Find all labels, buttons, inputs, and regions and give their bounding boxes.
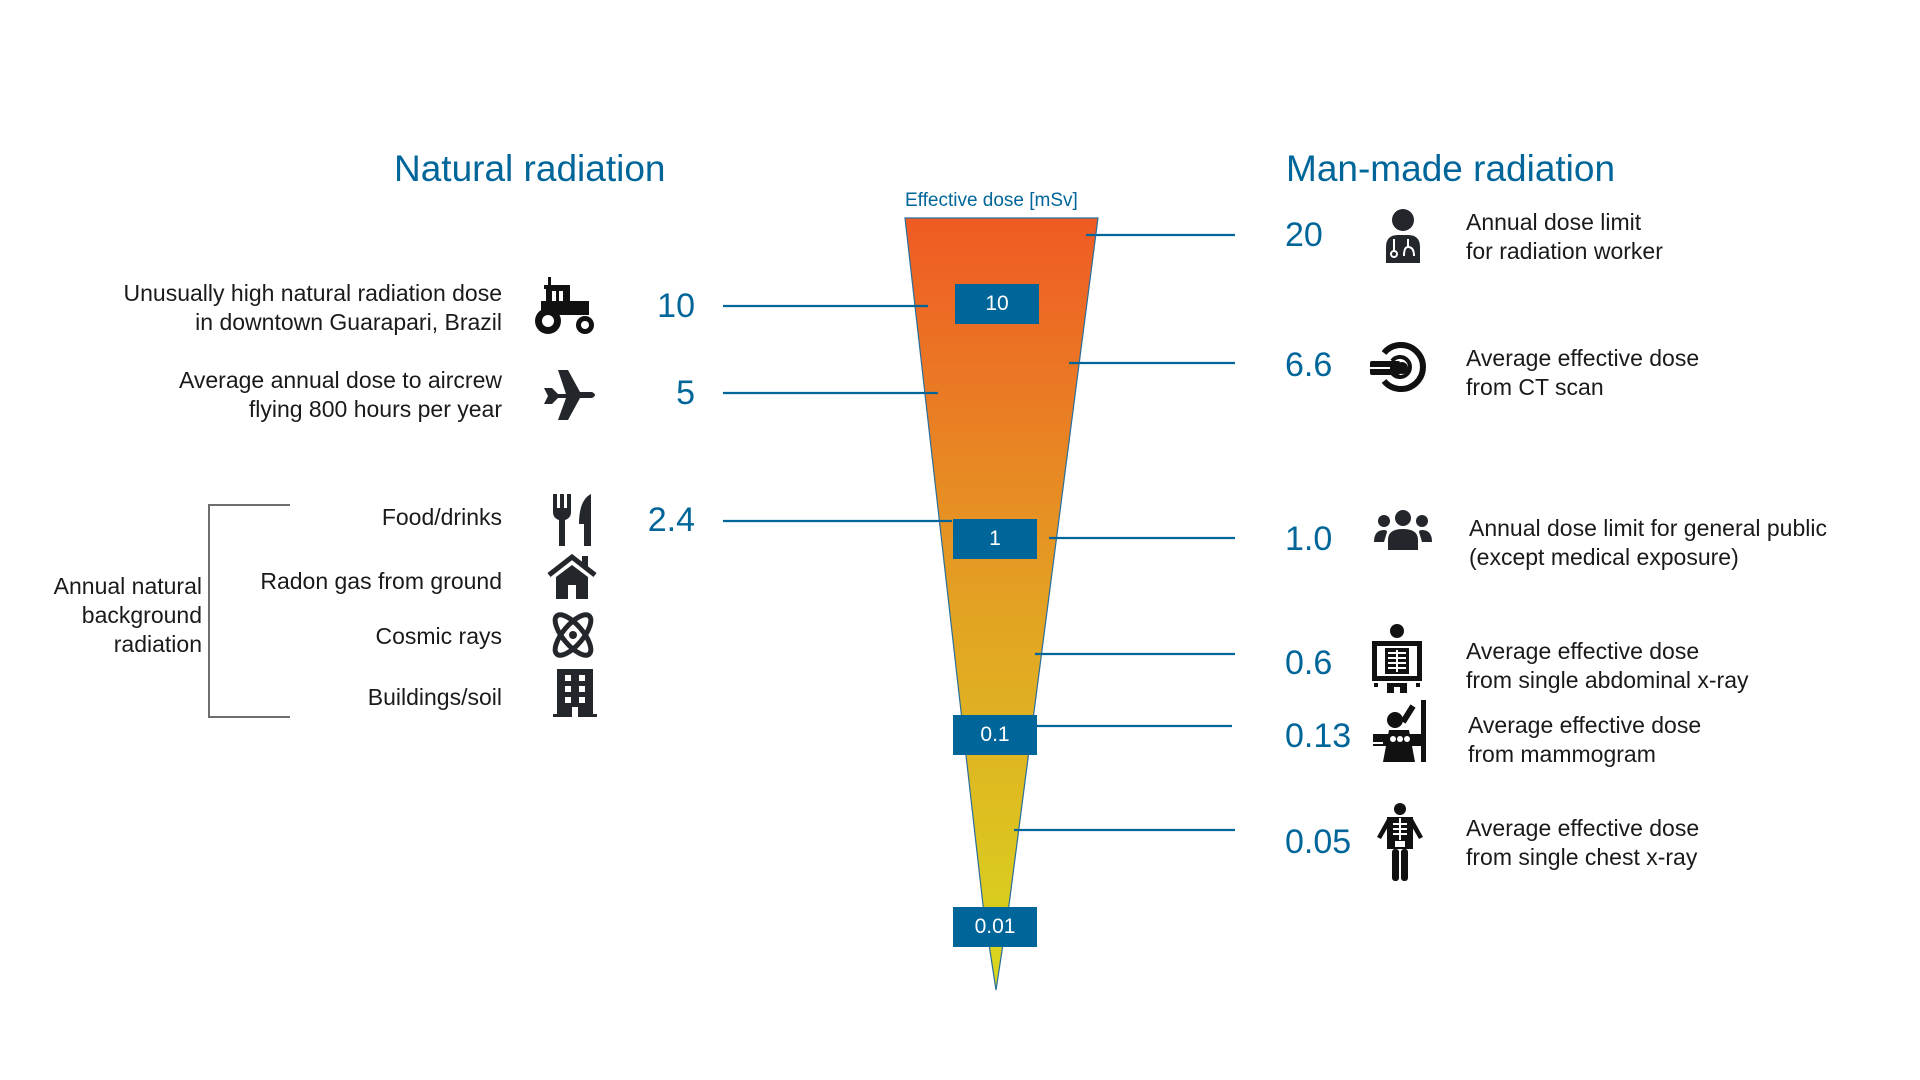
- atom-icon: [550, 609, 596, 661]
- manmade-value-6-6: 6.6: [1285, 346, 1333, 384]
- ct-scanner-icon: [1370, 339, 1430, 395]
- manmade-item-worker-limit: Annual dose limit for radiation worker: [1466, 208, 1663, 266]
- natural-value-10: 10: [657, 287, 695, 325]
- manmade-value-0-6: 0.6: [1285, 644, 1333, 682]
- item-label: for radiation worker: [1466, 238, 1663, 264]
- item-label: Average effective dose: [1466, 815, 1700, 841]
- scale-marker-0-01: 0.01: [953, 907, 1037, 947]
- abdominal-xray-icon: [1372, 623, 1422, 693]
- item-label: (except medical exposure): [1469, 544, 1739, 570]
- manmade-item-ct: Average effective dose from CT scan: [1466, 344, 1699, 402]
- source-radon: Radon gas from ground: [260, 568, 502, 594]
- tractor-icon: [531, 277, 597, 337]
- background-bracket: [208, 504, 290, 718]
- scale-marker-10: 10: [955, 284, 1039, 324]
- source-food: Food/drinks: [381, 504, 502, 530]
- airplane-icon: [540, 368, 598, 422]
- group-label-line: Annual natural: [53, 573, 202, 599]
- item-label: from mammogram: [1468, 741, 1656, 767]
- manmade-item-mammogram: Average effective dose from mammogram: [1468, 711, 1701, 769]
- manmade-item-chest-xray: Average effective dose from single chest…: [1466, 814, 1699, 872]
- item-label: Annual dose limit for general public: [1469, 515, 1827, 541]
- axis-label: Effective dose [mSv]: [905, 190, 1078, 211]
- manmade-item-abdominal-xray: Average effective dose from single abdom…: [1466, 637, 1749, 695]
- doctor-icon: [1384, 209, 1422, 263]
- item-label: from single chest x-ray: [1466, 844, 1698, 870]
- item-label: Average effective dose: [1466, 638, 1700, 664]
- chest-xray-icon: [1375, 803, 1425, 881]
- natural-item-aircrew: Average annual dose to aircrew flying 80…: [179, 366, 502, 424]
- source-cosmic: Cosmic rays: [375, 623, 502, 649]
- item-label: Average effective dose: [1468, 712, 1702, 738]
- item-label: in downtown Guarapari, Brazil: [195, 309, 502, 335]
- manmade-item-public-limit: Annual dose limit for general public (ex…: [1469, 514, 1827, 572]
- item-label: flying 800 hours per year: [248, 396, 502, 422]
- group-label-line: radiation: [113, 631, 202, 657]
- manmade-radiation-title: Man-made radiation: [1286, 148, 1616, 189]
- item-label: Average effective dose: [1466, 345, 1700, 371]
- item-label: from CT scan: [1466, 374, 1604, 400]
- natural-radiation-title: Natural radiation: [394, 148, 666, 189]
- natural-value-2-4: 2.4: [647, 501, 695, 539]
- mammogram-icon: [1373, 700, 1427, 762]
- background-group-label: Annual natural background radiation: [54, 572, 202, 659]
- manmade-value-1-0: 1.0: [1285, 520, 1333, 558]
- group-label-line: background: [81, 602, 202, 628]
- source-buildings: Buildings/soil: [367, 684, 502, 710]
- item-label: from single abdominal x-ray: [1466, 667, 1749, 693]
- group-icon: [1374, 510, 1432, 550]
- item-label: Unusually high natural radiation dose: [123, 280, 502, 306]
- manmade-value-20: 20: [1285, 216, 1323, 254]
- natural-value-5: 5: [676, 374, 695, 412]
- fork-knife-icon: [551, 494, 595, 546]
- manmade-value-0-13: 0.13: [1285, 717, 1352, 755]
- item-label: Average annual dose to aircrew: [178, 367, 502, 393]
- manmade-value-0-05: 0.05: [1285, 823, 1352, 861]
- scale-marker-1: 1: [953, 519, 1037, 559]
- building-icon: [553, 669, 597, 717]
- house-icon: [546, 553, 598, 599]
- natural-item-guarapari: Unusually high natural radiation dose in…: [124, 279, 502, 337]
- scale-marker-0-1: 0.1: [953, 715, 1037, 755]
- item-label: Annual dose limit: [1466, 209, 1642, 235]
